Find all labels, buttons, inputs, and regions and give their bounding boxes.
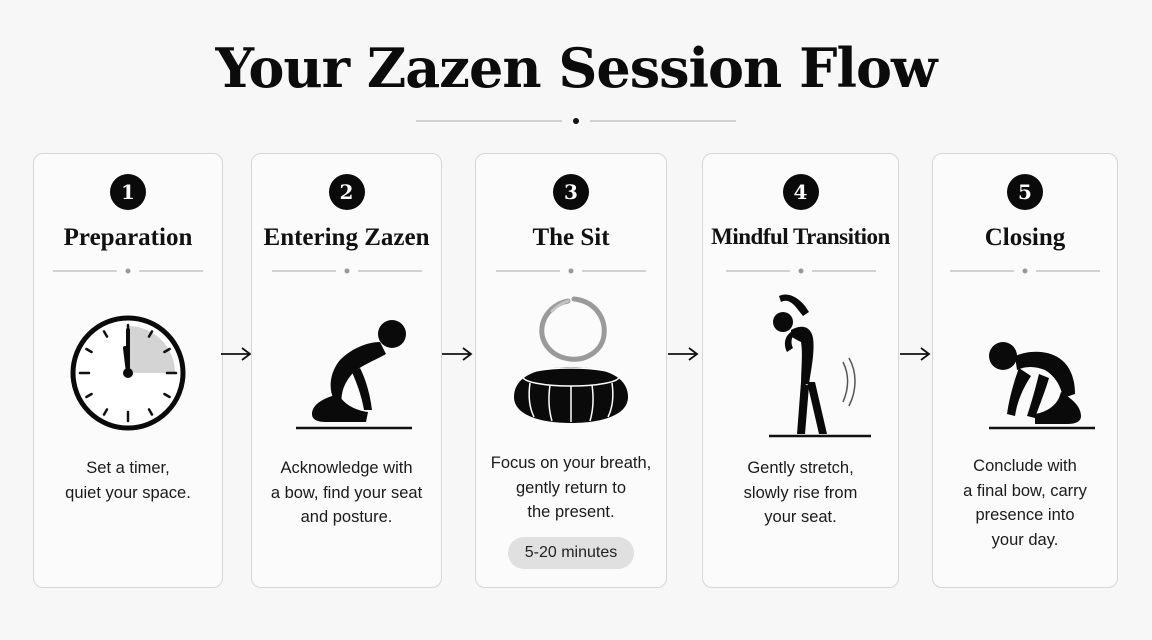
- step-divider: [271, 268, 422, 274]
- step-title: Entering Zazen: [263, 224, 430, 251]
- meditation-cushion-illustration: [476, 289, 666, 439]
- step-title: Preparation: [63, 224, 193, 251]
- page-title: Your Zazen Session Flow: [215, 36, 938, 100]
- step-number-badge: 4: [782, 174, 819, 210]
- step-title: Closing: [984, 224, 1066, 251]
- step-number-badge: 2: [328, 174, 365, 210]
- flow-arrow-icon: [668, 347, 699, 361]
- flow-arrow-icon: [221, 347, 252, 361]
- step-description: Focus on your breath, gently return to t…: [490, 454, 652, 521]
- final-bow-icon: [989, 342, 1095, 430]
- step-divider: [496, 268, 646, 274]
- step-card-closing: 5 Closing Conclude with a final bow, car…: [932, 153, 1118, 588]
- stretch-illustration: [703, 284, 898, 438]
- flow-arrow-icon: [442, 347, 473, 361]
- step-description: Conclude with a final bow, carry presenc…: [963, 457, 1087, 549]
- step-divider: [725, 268, 876, 274]
- step-number-badge: 5: [1007, 174, 1043, 210]
- step-divider: [950, 268, 1100, 274]
- step-number-badge: 3: [553, 174, 589, 210]
- flow-arrow-icon: [900, 347, 931, 361]
- step-title: The Sit: [532, 224, 610, 251]
- step-divider: [53, 268, 203, 274]
- step-description: Acknowledge with a bow, find your seat a…: [270, 459, 423, 526]
- kneeling-bow-icon: [295, 320, 412, 430]
- clock-illustration: [34, 294, 222, 444]
- step-title: Mindful Transition: [711, 224, 890, 249]
- duration-badge: 5-20 minutes: [508, 537, 634, 569]
- enso-cushion-icon: [514, 296, 628, 423]
- kneeling-illustration: [252, 294, 441, 444]
- closing-bow-illustration: [933, 294, 1117, 444]
- step-number-badge: 1: [110, 174, 146, 210]
- step-card-preparation: 1 Preparation Set a timer, quiet your sp…: [33, 153, 223, 588]
- step-card-the-sit: 3 The Sit Focus on your breath, gently r…: [475, 153, 667, 588]
- title-divider: [416, 118, 736, 124]
- step-description: Gently stretch, slowly rise from your se…: [743, 459, 858, 526]
- standing-stretch-icon: [768, 294, 871, 438]
- step-card-mindful-transition: 4 Mindful Transition Gently stretch, slo…: [702, 153, 899, 588]
- clock-icon: [70, 315, 186, 431]
- step-card-entering-zazen: 2 Entering Zazen Acknowledge with a bow,…: [251, 153, 442, 588]
- step-description: Set a timer, quiet your space.: [65, 459, 191, 502]
